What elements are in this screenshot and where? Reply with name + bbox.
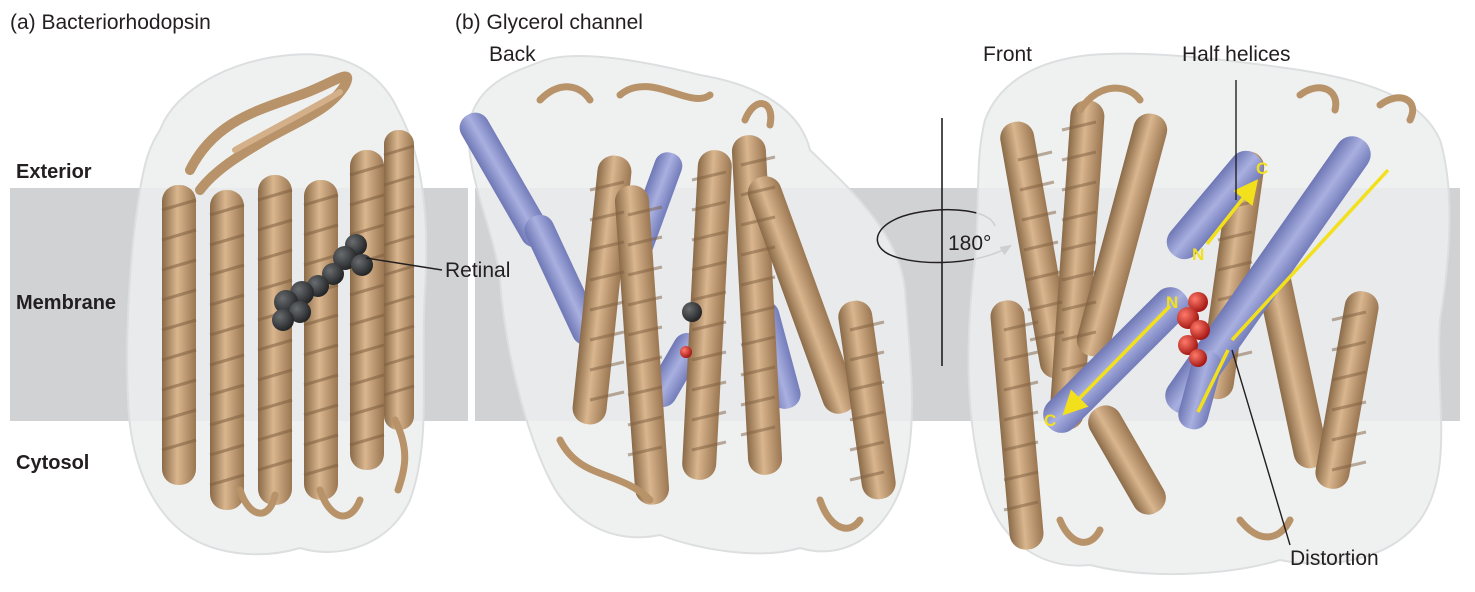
half-helix-arrow-upper xyxy=(1205,179,1259,246)
rotation-degrees-label: 180° xyxy=(948,232,992,255)
terminus-c-upper: C xyxy=(1256,159,1269,178)
region-exterior-label: Exterior xyxy=(16,161,92,183)
half-helices-label: Half helices xyxy=(1182,43,1291,66)
retinal-label: Retinal xyxy=(445,259,511,282)
long-helix-axis-upper xyxy=(1230,168,1390,342)
rotation-indicator xyxy=(876,118,1013,366)
terminus-c-lower: C xyxy=(1044,411,1057,430)
retinal-molecule xyxy=(272,234,373,331)
rotation-arrow xyxy=(876,208,1013,264)
front-view-label: Front xyxy=(983,43,1033,66)
retinal-leader-line xyxy=(365,257,443,271)
glycerol-molecule xyxy=(1177,292,1210,367)
helices-front xyxy=(990,100,1379,550)
long-helix-axis-lower xyxy=(1196,349,1230,413)
distortion-leader-line xyxy=(1231,349,1291,546)
panel-b-title: (b) Glycerol channel xyxy=(455,11,643,34)
distortion-label: Distortion xyxy=(1290,547,1379,570)
terminus-n-lower: N xyxy=(1166,293,1179,312)
region-cytosol-label: Cytosol xyxy=(16,452,90,474)
glycerol-channel-back-view xyxy=(459,55,913,555)
panel-a-title: (a) Bacteriorhodopsin xyxy=(10,11,211,34)
half-helix-arrow-lower xyxy=(1062,304,1172,416)
back-view-label: Back xyxy=(489,43,536,66)
glycerol-channel-front-view xyxy=(967,52,1451,576)
bacteriorhodopsin-structure xyxy=(126,53,443,556)
region-membrane-label: Membrane xyxy=(16,292,117,314)
terminus-n-upper: N xyxy=(1192,245,1205,264)
